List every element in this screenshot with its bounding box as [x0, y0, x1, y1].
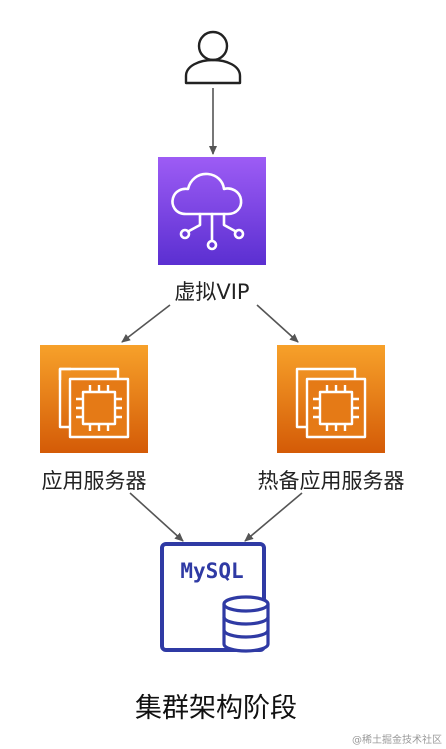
standby-server-node: 热备应用服务器: [258, 345, 405, 493]
arrow-standby-server-to-mysql: [244, 492, 303, 542]
ec2-chip-icon: [295, 367, 367, 439]
diagram-title: 集群架构阶段: [135, 693, 297, 724]
mysql-label: MySQL: [180, 559, 243, 583]
app-server-node: 应用服务器: [40, 345, 148, 493]
connectors: [121, 88, 303, 542]
ec2-chip-icon: [58, 367, 130, 439]
cloud-network-icon: [171, 172, 245, 251]
watermark: @稀土掘金技术社区: [352, 733, 442, 746]
arrow-vip-to-app-server: [121, 304, 171, 343]
vip-node: 虚拟VIP: [158, 157, 266, 304]
app-server-label: 应用服务器: [42, 469, 147, 493]
user-icon: [184, 30, 242, 85]
mysql-node: MySQL: [160, 542, 270, 653]
standby-server-label: 热备应用服务器: [258, 469, 405, 493]
arrow-vip-to-standby-server: [256, 304, 299, 343]
database-icon: [160, 542, 270, 653]
vip-label: 虚拟VIP: [174, 280, 249, 304]
arrow-app-server-to-mysql: [129, 492, 184, 542]
